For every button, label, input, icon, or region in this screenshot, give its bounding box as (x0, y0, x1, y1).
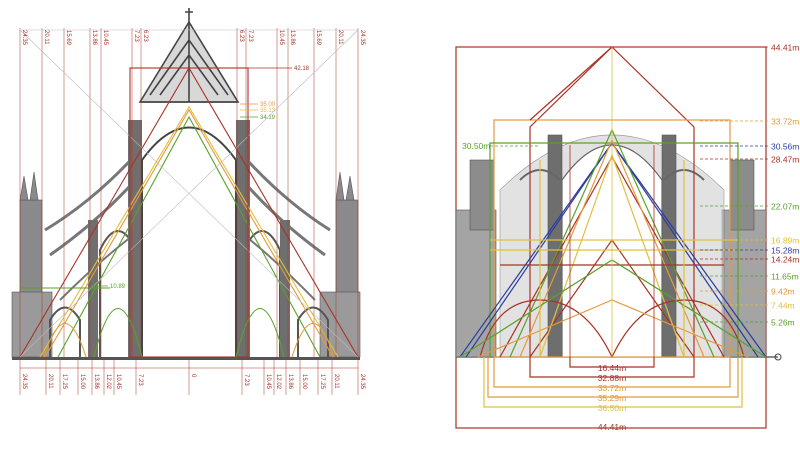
left-bottom-label: 15.00 (301, 374, 307, 390)
left-bottom-label: 24.35 (359, 374, 365, 390)
right-left-label: 30.50m (462, 141, 490, 151)
right-bottom-label: 16.44m (598, 363, 626, 373)
left-top-label: 10.45 (102, 30, 108, 46)
right-left-height-label: 30.50m (462, 141, 540, 151)
left-bottom-label: 15.00 (79, 374, 85, 390)
left-bottom-label: 17.25 (61, 374, 67, 390)
right-height-label: 11.65m (771, 272, 799, 282)
right-height-label: 30.56m (771, 142, 799, 152)
left-top-label: 7.23 (133, 30, 139, 42)
left-top-label: 6.23 (238, 30, 244, 42)
left-height-label: 42.18 (294, 66, 310, 72)
right-height-label: 44.41m (771, 43, 799, 53)
right-height-label: 33.72m (771, 117, 799, 127)
left-vertical-guides (19, 28, 359, 395)
right-height-label: 15.28m (771, 246, 799, 256)
right-height-label: 5.26m (771, 318, 795, 328)
left-bottom-label: 20.11 (47, 374, 53, 389)
left-bottom-label: 12.02 (275, 374, 281, 390)
right-proportion-lines (459, 46, 767, 358)
left-height-label: 10.89 (110, 284, 126, 290)
left-top-label: 15.69 (315, 30, 321, 46)
right-bottom-label: 44.41m (598, 422, 626, 432)
right-height-label: 16.89m (771, 236, 799, 246)
left-ground (12, 357, 360, 360)
left-bottom-label: 10.45 (115, 374, 121, 390)
right-height-label: 7.44m (771, 301, 795, 311)
left-bottom-label: 12.02 (105, 374, 111, 390)
right-bottom-label: 33.72m (598, 383, 626, 393)
right-ground-marker (774, 353, 782, 361)
right-building-image (455, 134, 767, 358)
left-low-wall-left (11, 291, 53, 358)
left-top-label: 7.23 (247, 30, 253, 42)
left-top-label: 13.86 (91, 30, 97, 46)
right-cathedral-section: 44.41m 33.72m 30.56m 28.47m 22.07m 16.89m15.2… (455, 43, 799, 432)
left-height-label: 35.13 (260, 108, 276, 114)
left-bottom-label: 13.86 (287, 374, 293, 390)
right-bottom-label: 32.88m (598, 373, 626, 383)
left-bottom-label: 13.86 (93, 374, 99, 390)
right-bottom-label: 36.50m (598, 403, 626, 413)
right-height-labels: 44.41m 33.72m 30.56m 28.47m 22.07m 16.89m15.2… (700, 43, 799, 328)
left-tower-right-pinnacles (335, 171, 355, 201)
right-height-label: 22.07m (771, 202, 799, 212)
right-height-label: 9.42m (771, 287, 795, 297)
left-top-label: 15.69 (65, 30, 71, 46)
right-bottom-brackets (483, 357, 743, 408)
left-bottom-dimension-labels: 24.35 20.11 17.25 15.00 13.86 12.02 10.45 7.23 0… (21, 374, 365, 390)
left-top-label: 20.11 (43, 30, 49, 45)
left-bottom-label: 17.25 (319, 374, 325, 390)
right-height-label: 14.24m (771, 255, 799, 265)
left-top-label: 10.45 (278, 30, 284, 46)
left-top-label: 24.35 (21, 30, 27, 46)
right-bottom-label: 35.29m (598, 393, 626, 403)
left-nave-piers (88, 120, 290, 357)
left-top-label: 24.35 (359, 30, 365, 46)
left-bottom-label: 7.23 (137, 374, 143, 386)
left-bottom-label: 7.23 (243, 374, 249, 386)
left-tower-left-pinnacles (19, 171, 39, 201)
left-top-label: 20.11 (337, 30, 343, 45)
left-bottom-label: 0 (190, 374, 196, 378)
left-height-label: 34.19 (260, 115, 276, 121)
left-top-label: 6.23 (142, 30, 148, 42)
left-height-label: 35.00 (260, 102, 276, 108)
left-top-label: 13.86 (289, 30, 295, 46)
left-roof-truss (138, 8, 240, 103)
left-bottom-label: 10.45 (265, 374, 271, 390)
left-proportion-lines (19, 29, 359, 358)
right-height-label: 28.47m (771, 155, 799, 165)
left-bottom-label: 24.35 (21, 374, 27, 390)
left-bottom-label: 20.11 (333, 374, 339, 389)
